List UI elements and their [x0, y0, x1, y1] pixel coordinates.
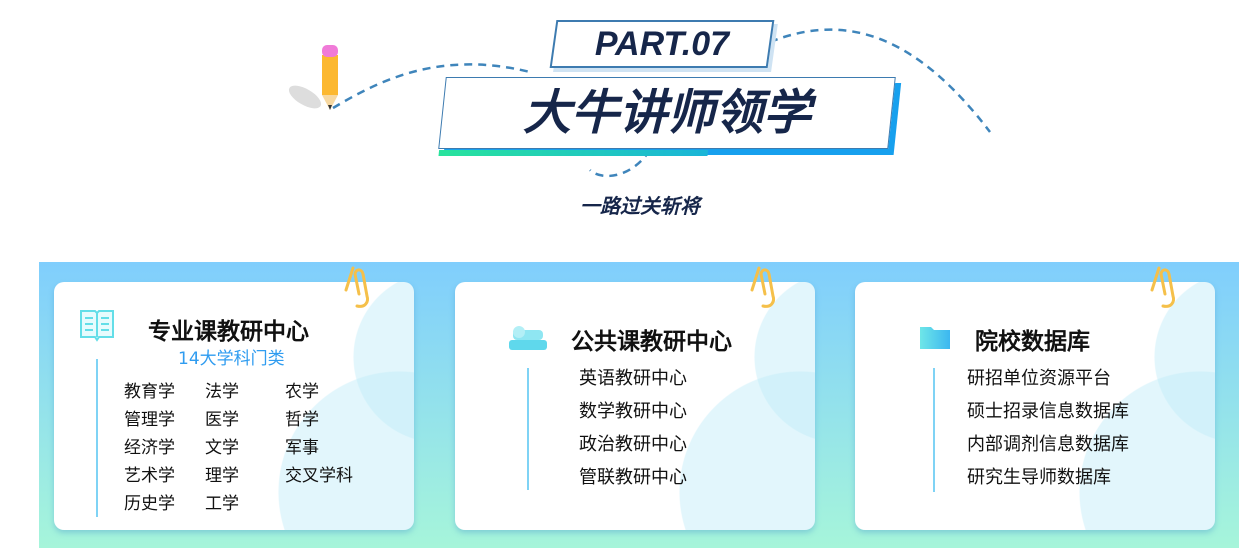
section-title: 大牛讲师领学 — [522, 85, 811, 141]
books-icon — [509, 326, 547, 350]
card-specialized-course[interactable]: 专业课教研中心 14大学科门类 教育学 法学 农学 管理学 医学 哲学 经济学 … — [54, 282, 414, 530]
folder-icon — [920, 327, 950, 349]
list-item[interactable]: 政治教研中心 — [579, 434, 687, 455]
subject-item[interactable]: 医学 — [205, 410, 239, 430]
dashed-path-decoration — [288, 28, 991, 178]
paperclip-icon — [750, 266, 775, 308]
subject-item[interactable]: 教育学 — [124, 382, 175, 402]
divider-line — [527, 368, 529, 490]
subject-item[interactable]: 艺术学 — [124, 466, 175, 486]
subject-item[interactable]: 农学 — [285, 382, 319, 402]
subject-item[interactable]: 经济学 — [124, 438, 175, 458]
list-item[interactable]: 数学教研中心 — [579, 401, 687, 422]
subject-item[interactable]: 文学 — [205, 438, 239, 458]
list-item[interactable]: 硕士招录信息数据库 — [967, 401, 1129, 422]
section-subtitle: 一路过关斩将 — [580, 194, 700, 218]
subject-item[interactable]: 工学 — [205, 494, 239, 514]
card-public-course[interactable]: 公共课教研中心 英语教研中心 数学教研中心 政治教研中心 管联教研中心 — [455, 282, 815, 530]
subject-list: 教育学 法学 农学 管理学 医学 哲学 经济学 文学 军事 艺术学 理学 交叉学… — [124, 378, 375, 518]
card-title: 公共课教研中心 — [571, 329, 732, 355]
card-title: 院校数据库 — [975, 329, 1090, 355]
subject-item[interactable]: 哲学 — [285, 410, 319, 430]
card-subtitle: 14大学科门类 — [178, 349, 285, 369]
part-text: PART.07 — [594, 25, 730, 63]
card-title: 专业课教研中心 — [148, 319, 309, 345]
subject-item[interactable]: 历史学 — [124, 494, 175, 514]
list-item[interactable]: 研究生导师数据库 — [967, 467, 1111, 488]
subject-item[interactable]: 管理学 — [124, 410, 175, 430]
list-item[interactable]: 管联教研中心 — [579, 467, 687, 488]
section-title-banner: 大牛讲师领学 — [438, 77, 896, 149]
subject-item[interactable]: 军事 — [285, 438, 319, 458]
list-item[interactable]: 研招单位资源平台 — [967, 368, 1111, 389]
part-label: PART.07 — [549, 20, 775, 68]
item-list: 英语教研中心 数学教研中心 政治教研中心 管联教研中心 — [579, 362, 687, 494]
card-school-database[interactable]: 院校数据库 研招单位资源平台 硕士招录信息数据库 内部调剂信息数据库 研究生导师… — [855, 282, 1215, 530]
subject-item[interactable]: 理学 — [205, 466, 239, 486]
cards-band: 专业课教研中心 14大学科门类 教育学 法学 农学 管理学 医学 哲学 经济学 … — [39, 262, 1239, 548]
list-item[interactable]: 英语教研中心 — [579, 368, 687, 389]
subject-item[interactable]: 法学 — [205, 382, 239, 402]
divider-line — [933, 368, 935, 492]
pencil-icon — [288, 45, 338, 110]
subject-item[interactable]: 交叉学科 — [285, 466, 353, 486]
divider-line — [96, 359, 98, 517]
item-list: 研招单位资源平台 硕士招录信息数据库 内部调剂信息数据库 研究生导师数据库 — [967, 362, 1129, 494]
paperclip-icon — [344, 266, 369, 308]
list-item[interactable]: 内部调剂信息数据库 — [967, 434, 1129, 455]
paperclip-icon — [1150, 266, 1175, 308]
book-icon — [80, 310, 114, 342]
